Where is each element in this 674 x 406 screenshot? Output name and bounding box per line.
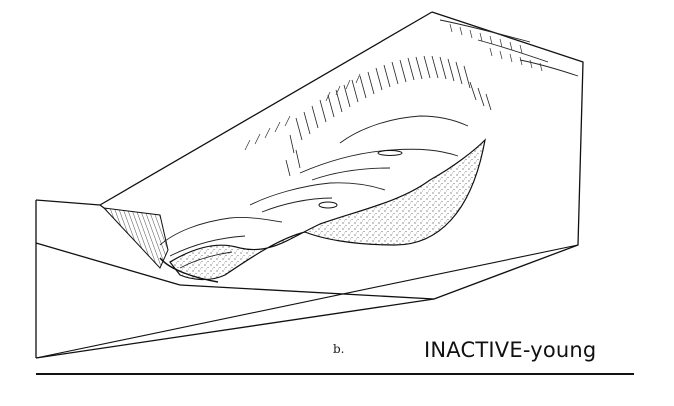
sag-ponds (318, 150, 403, 209)
upper-slope-hachures (244, 73, 361, 151)
toe-lobe (102, 207, 219, 283)
landslide-cross-section (169, 138, 486, 281)
figure-caption: INACTIVE-young (424, 338, 597, 362)
front-face-edge (35, 244, 579, 359)
main-scarp-hachures (285, 55, 492, 177)
toe-ridges (159, 115, 469, 269)
upper-plateau-ridges (439, 19, 579, 77)
block-outline (35, 11, 584, 359)
caption-underline (36, 373, 634, 375)
panel-label: b. (333, 342, 345, 356)
